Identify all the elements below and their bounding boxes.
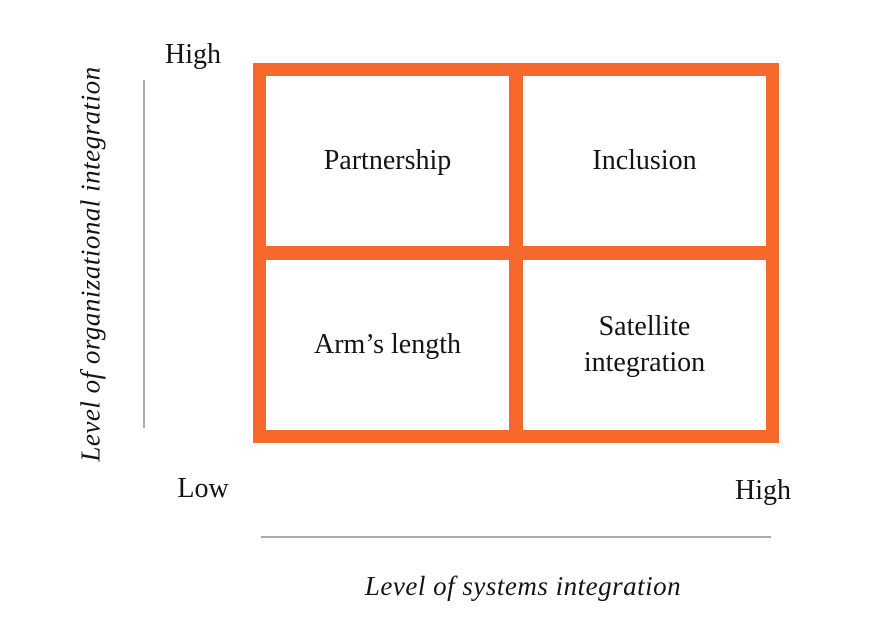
quadrant-inclusion-label: Inclusion (592, 145, 697, 177)
x-axis-high-label: High (735, 475, 791, 506)
y-axis-line (143, 80, 145, 428)
quadrant-arms-length-label: Arm’s length (314, 329, 461, 361)
quadrant-satellite-integration-label: Satellite integration (583, 311, 706, 378)
matrix-grid: Partnership Inclusion Arm’s length Satel… (253, 63, 779, 443)
x-axis-title: Level of systems integration (364, 571, 682, 601)
quadrant-partnership: Partnership (266, 76, 509, 246)
y-axis-title: Level of organizational integration (75, 66, 106, 462)
quadrant-satellite-integration: Satellite integration (523, 260, 766, 430)
y-axis-high-label: High (165, 39, 221, 70)
origin-low-label: Low (177, 473, 229, 504)
x-axis-line (261, 536, 771, 538)
quadrant-partnership-label: Partnership (323, 145, 452, 177)
quadrant-arms-length: Arm’s length (266, 260, 509, 430)
quadrant-inclusion: Inclusion (523, 76, 766, 246)
